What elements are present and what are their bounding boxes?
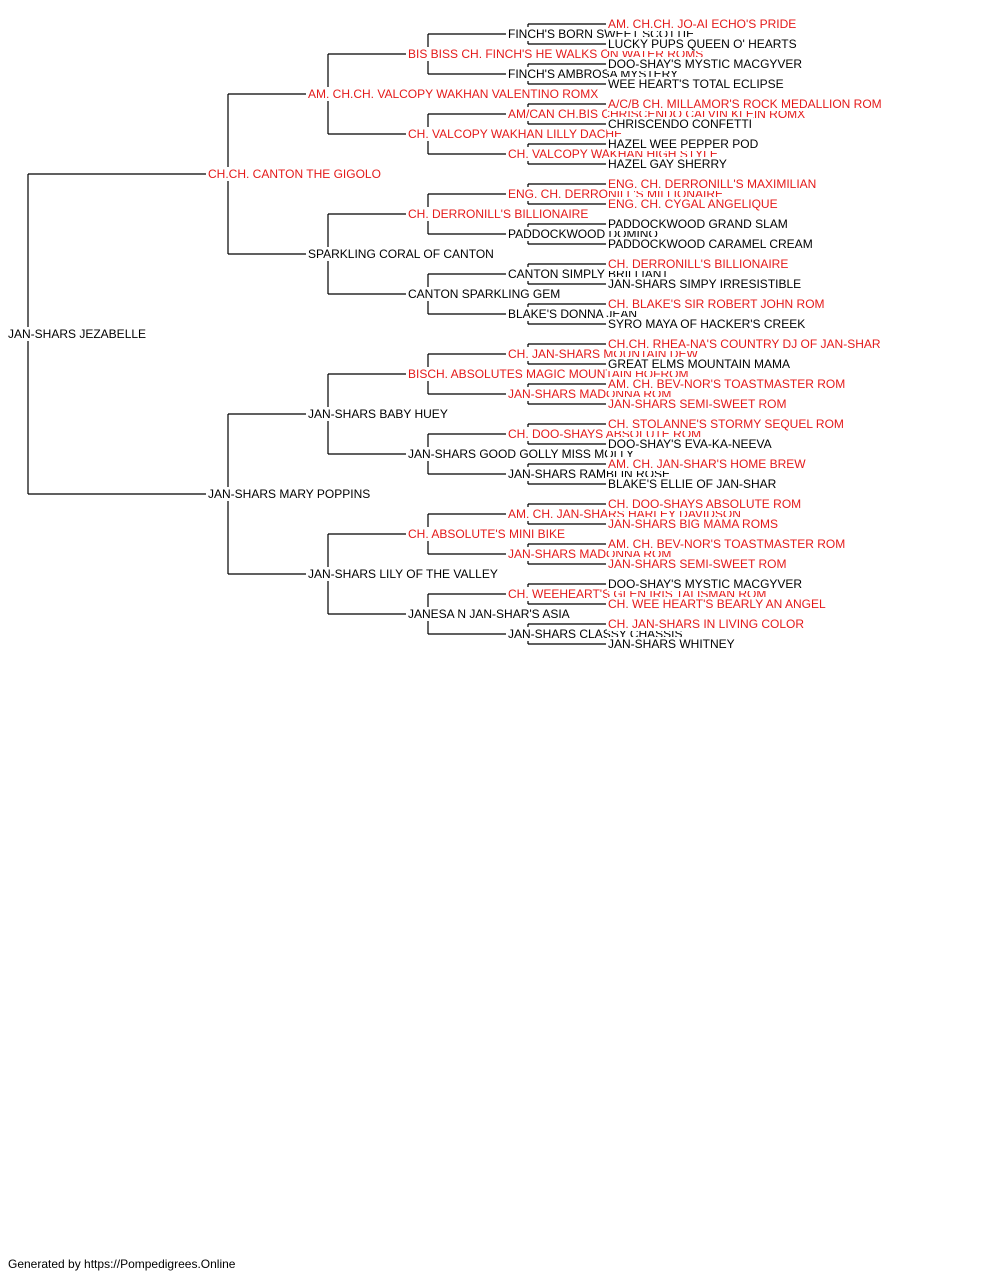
sire-name[interactable]: CH. ABSOLUTE'S MINI BIKE — [407, 527, 566, 541]
sire-name[interactable]: CH. BLAKE'S SIR ROBERT JOHN ROM — [607, 297, 826, 311]
dam-name[interactable]: JAN-SHARS WHITNEY — [607, 637, 736, 651]
sire-name[interactable]: AM. CH. JAN-SHAR'S HOME BREW — [607, 457, 807, 471]
dam-name[interactable]: JAN-SHARS LILY OF THE VALLEY — [307, 567, 499, 581]
dam-name[interactable]: SYRO MAYA OF HACKER'S CREEK — [607, 317, 807, 331]
dam-name[interactable]: JAN-SHARS SEMI-SWEET ROM — [607, 557, 788, 571]
dam-name[interactable]: ENG. CH. CYGAL ANGELIQUE — [607, 197, 779, 211]
sire-name[interactable]: CH. JAN-SHARS IN LIVING COLOR — [607, 617, 806, 631]
dam-name[interactable]: WEE HEART'S TOTAL ECLIPSE — [607, 77, 785, 91]
subject-dog-name[interactable]: JAN-SHARS JEZABELLE — [7, 327, 148, 341]
dam-name[interactable]: JAN-SHARS BIG MAMA ROMS — [607, 517, 780, 531]
sire-name[interactable]: CH.CH. CANTON THE GIGOLO — [207, 167, 382, 181]
dam-name[interactable]: JAN-SHARS GOOD GOLLY MISS MOLLY — [407, 447, 636, 461]
sire-name[interactable]: CH.CH. RHEA-NA'S COUNTRY DJ OF JAN-SHAR — [607, 337, 882, 351]
dam-name[interactable]: SPARKLING CORAL OF CANTON — [307, 247, 495, 261]
sire-name[interactable]: AM. CH. BEV-NOR'S TOASTMASTER ROM — [607, 377, 847, 391]
sire-name[interactable]: A/C/B CH. MILLAMOR'S ROCK MEDALLION ROM — [607, 97, 883, 111]
sire-name[interactable]: DOO-SHAY'S MYSTIC MACGYVER — [607, 577, 804, 591]
dam-name[interactable]: CH. VALCOPY WAKHAN LILLY DACHE — [407, 127, 624, 141]
dam-name[interactable]: BLAKE'S DONNA JEAN — [507, 307, 638, 321]
generated-by-footer: Generated by https://Pompedigrees.Online — [8, 1257, 236, 1271]
dam-name[interactable]: LUCKY PUPS QUEEN O' HEARTS — [607, 37, 798, 51]
dam-name[interactable]: CANTON SPARKLING GEM — [407, 287, 562, 301]
dam-name[interactable]: GREAT ELMS MOUNTAIN MAMA — [607, 357, 792, 371]
dam-name[interactable]: JAN-SHARS SEMI-SWEET ROM — [607, 397, 788, 411]
sire-name[interactable]: AM. CH. BEV-NOR'S TOASTMASTER ROM — [607, 537, 847, 551]
sire-name[interactable]: AM. CH.CH. JO-AI ECHO'S PRIDE — [607, 17, 798, 31]
sire-name[interactable]: JAN-SHARS BABY HUEY — [307, 407, 449, 421]
dam-name[interactable]: JAN-SHARS SIMPY IRRESISTIBLE — [607, 277, 803, 291]
sire-name[interactable]: CH. DERRONILL'S BILLIONAIRE — [607, 257, 790, 271]
dam-name[interactable]: CHRISCENDO CONFETTI — [607, 117, 753, 131]
dam-name[interactable]: JANESA N JAN-SHAR'S ASIA — [407, 607, 571, 621]
dam-name[interactable]: JAN-SHARS MARY POPPINS — [207, 487, 372, 501]
sire-name[interactable]: AM. CH.CH. VALCOPY WAKHAN VALENTINO ROMX — [307, 87, 600, 101]
dam-name[interactable]: DOO-SHAY'S EVA-KA-NEEVA — [607, 437, 773, 451]
dam-name[interactable]: CH. WEE HEART'S BEARLY AN ANGEL — [607, 597, 827, 611]
sire-name[interactable]: CH. DOO-SHAYS ABSOLUTE ROM — [607, 497, 803, 511]
sire-name[interactable]: ENG. CH. DERRONILL'S MAXIMILIAN — [607, 177, 818, 191]
sire-name[interactable]: HAZEL WEE PEPPER POD — [607, 137, 760, 151]
sire-name[interactable]: PADDOCKWOOD GRAND SLAM — [607, 217, 789, 231]
dam-name[interactable]: BLAKE'S ELLIE OF JAN-SHAR — [607, 477, 778, 491]
sire-name[interactable]: CH. DERRONILL'S BILLIONAIRE — [407, 207, 590, 221]
dam-name[interactable]: HAZEL GAY SHERRY — [607, 157, 728, 171]
dam-name[interactable]: PADDOCKWOOD CARAMEL CREAM — [607, 237, 814, 251]
sire-name[interactable]: CH. STOLANNE'S STORMY SEQUEL ROM — [607, 417, 845, 431]
sire-name[interactable]: DOO-SHAY'S MYSTIC MACGYVER — [607, 57, 804, 71]
